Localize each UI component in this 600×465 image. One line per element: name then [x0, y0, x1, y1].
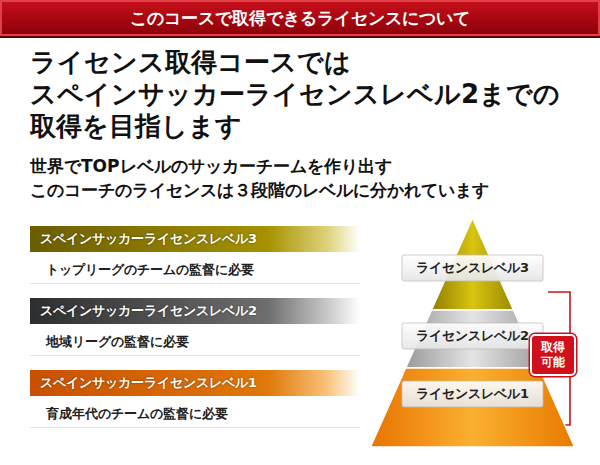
- band-description: 地域リーグの監督に必要: [30, 324, 360, 356]
- band-heading: スペインサッカーライセンスレベル1: [30, 370, 360, 396]
- label-strip: [402, 255, 543, 281]
- badge-box: 取得 可能: [530, 334, 576, 376]
- band-heading: スペインサッカーライセンスレベル2: [30, 298, 360, 324]
- tier-shape: [370, 368, 575, 447]
- banner-title: このコースで取得できるライセンスについて: [0, 0, 600, 36]
- level-band: スペインサッカーライセンスレベル1育成年代のチームの監督に必要: [30, 370, 360, 428]
- sub-heading: 世界でTOPレベルのサッカーチームを作り出す このコーチのライセンスは３段階のレ…: [30, 154, 590, 202]
- pyramid-tier: ライセンスレベル3: [370, 218, 575, 310]
- main-heading: ライセンス取得コースでは スペインサッカーライセンスレベル2までの 取得を目指し…: [30, 46, 590, 142]
- level-band: スペインサッカーライセンスレベル2地域リーグの監督に必要: [30, 298, 360, 356]
- tier-fill: [406, 310, 540, 368]
- title-banner: このコースで取得できるライセンスについて: [0, 0, 600, 38]
- badge-label: 取得 可能: [538, 340, 568, 370]
- tier-fill: [371, 368, 575, 447]
- band-heading: スペインサッカーライセンスレベル3: [30, 226, 360, 252]
- label-strip: [402, 323, 543, 349]
- band-description: トップリーグのチームの監督に必要: [30, 252, 360, 284]
- tier-label: ライセンスレベル1: [416, 385, 529, 403]
- level-band: スペインサッカーライセンスレベル3トップリーグのチームの監督に必要: [30, 226, 360, 284]
- band-description: 育成年代のチームの監督に必要: [30, 396, 360, 428]
- tier-label: ライセンスレベル2: [416, 327, 529, 345]
- tier-label: ライセンスレベル3: [416, 259, 529, 277]
- label-strip: [402, 381, 543, 407]
- pyramid-tier: ライセンスレベル1: [370, 368, 575, 447]
